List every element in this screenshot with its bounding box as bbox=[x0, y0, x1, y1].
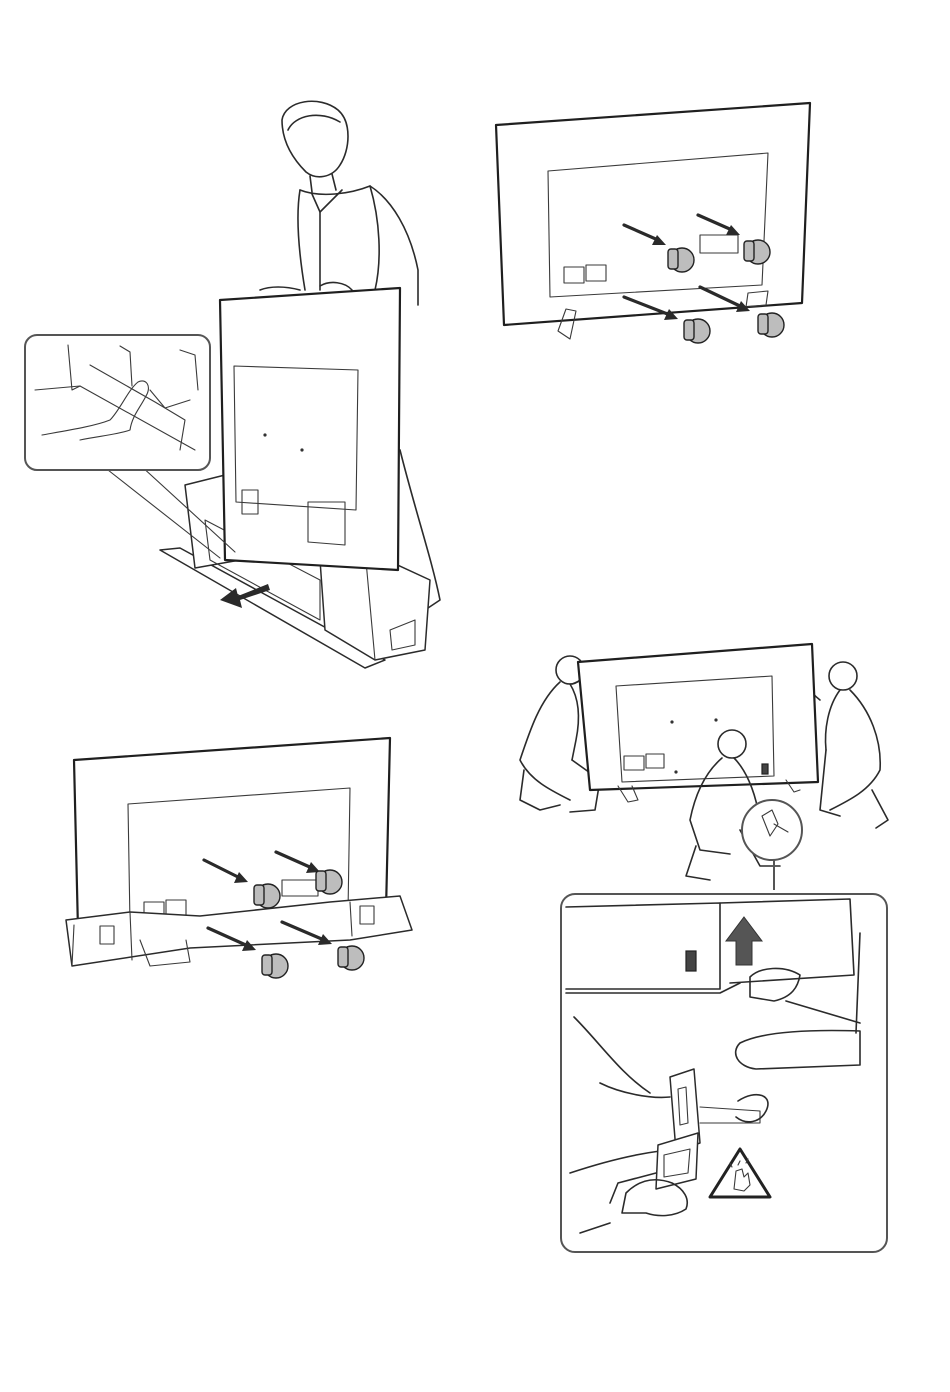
illustration-two-people-lift bbox=[510, 640, 890, 890]
illustration-unpack-tv bbox=[20, 90, 460, 690]
illustration-remove-screws-standing bbox=[490, 95, 820, 355]
magnifier-circle bbox=[742, 800, 802, 890]
zoom-detail-box bbox=[560, 893, 888, 1253]
person-right bbox=[808, 662, 888, 828]
tv-panel bbox=[220, 288, 400, 570]
illustration-remove-screws-in-box bbox=[60, 730, 420, 990]
tv-back-panel bbox=[496, 103, 810, 339]
tv-back-panel bbox=[578, 644, 818, 802]
